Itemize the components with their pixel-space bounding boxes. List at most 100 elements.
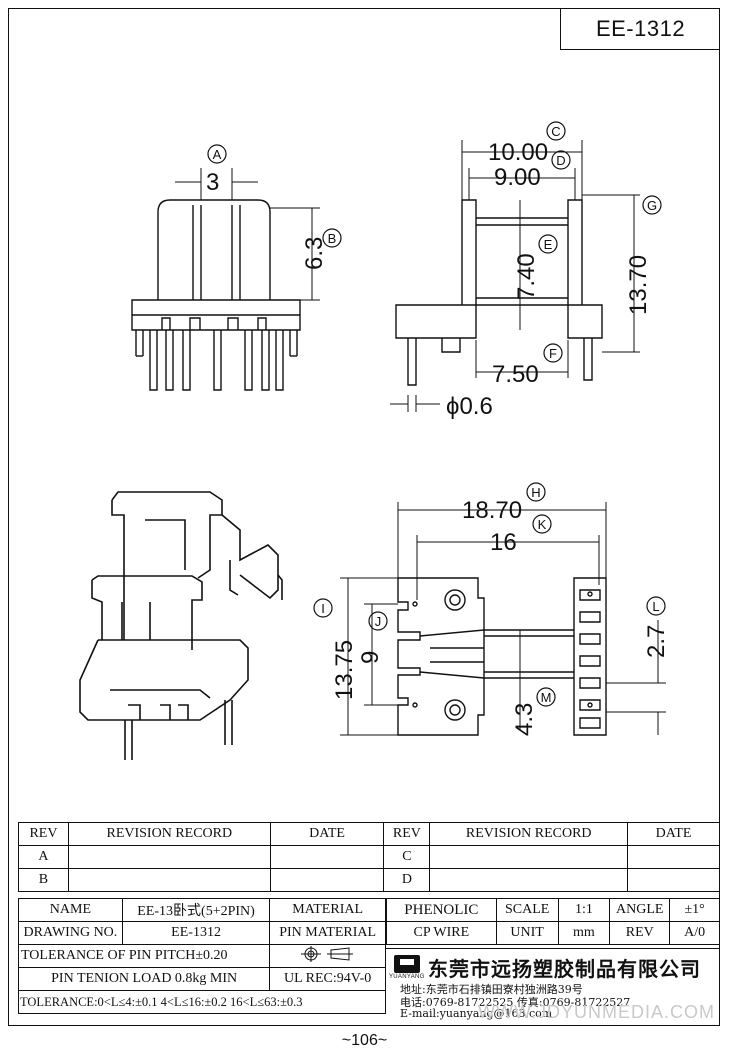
svg-text:L: L [652, 599, 659, 614]
svg-text:A: A [213, 147, 222, 162]
pin-material-value: CP WIRE [386, 921, 497, 945]
date-cell-2 [627, 868, 720, 892]
svg-text:J: J [375, 614, 382, 629]
revision-record-header: REVISION RECORD [67, 822, 271, 846]
projection-symbol [269, 944, 386, 968]
name-label: NAME [18, 898, 123, 922]
rev-header: REV [18, 822, 69, 846]
isometric-view [79, 491, 283, 760]
svg-text:F: F [549, 346, 557, 361]
dim-f-text: 7.50 [492, 361, 539, 388]
svg-text:D: D [556, 153, 565, 168]
rev-cell: A [18, 845, 69, 869]
company-name: 东莞市远扬塑胶制品有限公司 [428, 957, 701, 981]
dim-d-text: 9.00 [494, 164, 541, 191]
revision-header-row: REV REVISION RECORD DATE REV REVISION RE… [18, 822, 720, 846]
rev-cell-2: C [383, 845, 431, 869]
material-label: MATERIAL [269, 898, 386, 922]
date-header: DATE [269, 822, 385, 846]
rev-cell: B [18, 868, 69, 892]
callout-l: L [646, 596, 666, 616]
company-phone: 电话:0769-81722525 传真:0769-81722527 [400, 996, 631, 1009]
material-value: PHENOLIC [386, 898, 497, 922]
technical-drawing: 3 6.3 10.00 9.00 7.40 7.50 13.70 ϕ0.6 18… [79, 121, 670, 760]
callout-e: E [538, 234, 558, 254]
dim-i-text: 13.75 [331, 640, 358, 700]
title-block-left: NAME EE-13卧式(5+2PIN) MATERIAL DRAWING NO… [17, 898, 386, 1014]
company-logo-text: YUANYANG [389, 974, 425, 980]
front-view [131, 168, 320, 391]
company-address: 地址:东莞市石排镇田寮村独洲路39号 [400, 983, 583, 996]
revision-record-cell-2 [429, 868, 629, 892]
svg-text:C: C [551, 124, 560, 139]
callout-j: J [368, 611, 388, 631]
rev-cell-2: D [383, 868, 431, 892]
pin-material-label: PIN MATERIAL [269, 921, 386, 945]
revision-table: REV REVISION RECORD DATE REV REVISION RE… [18, 822, 720, 892]
pin-pitch-tolerance: TOLERANCE OF PIN PITCH±0.20 [17, 944, 271, 968]
dim-a-text: 3 [206, 169, 219, 196]
company-logo-icon [394, 955, 420, 973]
ul-rec: UL REC:94V-0 [269, 967, 386, 991]
drawing-no-value: EE-1312 [121, 921, 271, 945]
callout-a: A [207, 144, 227, 164]
svg-text:E: E [544, 237, 553, 252]
dim-h-text: 18.70 [462, 497, 522, 524]
callout-h: H [526, 482, 546, 502]
dim-k-text: 16 [490, 529, 517, 556]
svg-text:K: K [538, 517, 547, 532]
revision-record-cell [67, 845, 271, 869]
dim-l-text: 2.7 [643, 625, 670, 658]
angle-value: ±1° [669, 898, 720, 922]
unit-label: UNIT [495, 921, 559, 945]
watermark: WWW.JDYUNMEDIA.COM [478, 1002, 715, 1022]
dim-g-text: 13.70 [625, 255, 652, 315]
date-cell-2 [627, 845, 720, 869]
dim-j-text: 9 [357, 651, 384, 664]
dim-c-text: 10.00 [488, 139, 548, 166]
callout-k: K [532, 514, 552, 534]
drawing-frame [8, 8, 720, 1026]
scale-value: 1:1 [557, 898, 611, 922]
date-cell [269, 845, 385, 869]
dim-pin-dia-text: ϕ0.6 [446, 393, 493, 420]
rev-label: REV [609, 921, 671, 945]
general-tolerance: TOLERANCE:0<L≤4:±0.1 4<L≤16:±0.2 16<L≤63… [18, 990, 386, 1014]
angle-label: ANGLE [609, 898, 671, 922]
callout-b: B [322, 228, 342, 248]
callout-f: F [543, 343, 563, 363]
company-block: YUANYANG 东莞市远扬塑胶制品有限公司 地址:东莞市石排镇田寮村独洲路39… [386, 948, 720, 1026]
title-block-right: PHENOLIC SCALE 1:1 ANGLE ±1° CP WIRE UNI… [386, 898, 720, 945]
rev-header-2: REV [383, 822, 431, 846]
date-cell [269, 868, 385, 892]
dim-e-text: 7.40 [513, 253, 540, 300]
svg-text:I: I [321, 601, 325, 616]
callout-g: G [642, 195, 662, 215]
drawing-no-label: DRAWING NO. [18, 921, 123, 945]
pin-tension-load: PIN TENION LOAD 0.8kg MIN [17, 967, 271, 991]
callout-c: C [546, 121, 566, 141]
svg-text:H: H [531, 485, 540, 500]
callout-d: D [551, 150, 571, 170]
revision-record-cell [67, 868, 271, 892]
unit-value: mm [557, 921, 611, 945]
rev-value: A/0 [669, 921, 720, 945]
revision-row: B D [18, 868, 720, 892]
revision-record-header-2: REVISION RECORD [429, 822, 629, 846]
scale-label: SCALE [495, 898, 559, 922]
name-value: EE-13卧式(5+2PIN) [121, 898, 271, 922]
company-email: E-mail:yuanyang@163.com [400, 1007, 553, 1020]
revision-row: A C [18, 845, 720, 869]
side-view [390, 140, 640, 412]
svg-text:B: B [328, 231, 337, 246]
bottom-view [340, 502, 666, 736]
date-header-2: DATE [627, 822, 720, 846]
svg-text:M: M [541, 690, 552, 705]
svg-text:G: G [647, 198, 657, 213]
dim-m-text: 4.3 [511, 703, 538, 736]
revision-record-cell-2 [429, 845, 629, 869]
callout-m: M [536, 687, 556, 707]
callout-i: I [313, 598, 333, 618]
drawing-number-box: EE-1312 [560, 8, 720, 50]
page-number: ~106~ [341, 1032, 388, 1049]
